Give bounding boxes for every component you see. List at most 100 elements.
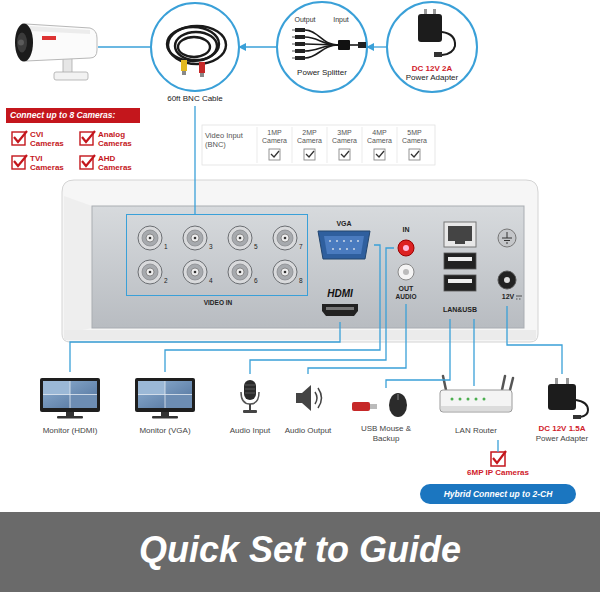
video-in-group: 12345678VIDEO IN [126, 214, 308, 296]
connector [165, 245, 380, 372]
audio-jacks [398, 264, 414, 280]
camera-illustration [54, 72, 88, 80]
connector [70, 322, 340, 372]
node-text: CVI Cameras [30, 130, 76, 148]
label-text: Video Input (BNC) [205, 131, 253, 149]
node-text: 4 [209, 277, 218, 284]
power-adapter-icon [576, 400, 588, 417]
text-slot: 60ft BNC Cable [151, 94, 239, 103]
label-text: 3MP Camera [328, 129, 361, 145]
lan-usb-ports: LAN&USB [434, 219, 486, 319]
dvr-housing [62, 180, 538, 342]
checkbox-red [14, 131, 95, 166]
text-slot: AHD Cameras [98, 154, 150, 172]
router-icon [459, 398, 462, 401]
node-text: AUDIO [392, 293, 420, 301]
monitor-icons [40, 378, 195, 419]
text-slot: Hybrid Connect up to 2-CH [420, 484, 576, 504]
checkbox-red [491, 451, 506, 466]
bnc-row [183, 226, 207, 250]
text-slot: Power Adapter [397, 73, 467, 82]
splitter-circle [292, 57, 295, 59]
ground-and-power-jack [516, 296, 522, 299]
lan-usb-ports [444, 275, 476, 291]
cable-circle [168, 26, 226, 64]
vga-port [339, 248, 341, 250]
node-text: LAN&USB [434, 305, 486, 314]
node-text: LAN Router [434, 426, 518, 436]
splitter-circle [292, 50, 295, 52]
ip-camera-option: 6MP IP Cameras [444, 452, 552, 480]
splitter-circle [295, 49, 305, 53]
input-table [304, 149, 315, 160]
ground-and-power-jack [498, 229, 516, 247]
adapter-circle [387, 2, 477, 92]
adapter-circle: DC 12V 2APower Adapter [387, 2, 477, 92]
power-adapter-icon [555, 378, 558, 385]
text-slot: Analog Cameras [98, 130, 150, 148]
input-table [376, 151, 384, 157]
router-icon [440, 390, 512, 412]
text-slot: Output [289, 16, 321, 24]
node-text: 6MP IP Cameras [444, 468, 552, 478]
cable-circle: 60ft BNC Cable [151, 3, 239, 106]
audio-jacks [403, 269, 409, 275]
camera-lead [98, 46, 151, 47]
lan-usb-ports [444, 253, 476, 269]
text-slot: 3MP Camera [328, 129, 361, 145]
connector [367, 46, 387, 47]
text-slot: VGA [314, 219, 374, 228]
audio-jacks [403, 245, 409, 251]
text-slot: Monitor (HDMI) [30, 426, 110, 436]
text-slot: DC 12V 2A [397, 64, 467, 74]
connector [194, 106, 195, 214]
adapter-circle [418, 14, 442, 42]
cable-circle [200, 73, 204, 77]
checkbox-red [493, 451, 506, 463]
microphone-icon [243, 410, 257, 413]
monitor-icons [40, 378, 100, 419]
device: LAN Router [434, 386, 518, 440]
lan-usb-ports [444, 222, 476, 247]
usb-mouse-icon [352, 402, 370, 411]
input-table [374, 149, 385, 160]
node-text: 5 [254, 243, 263, 250]
node-text: Analog Cameras [98, 130, 150, 148]
bnc-row [138, 260, 162, 284]
splitter-circle: OutputInputPower Splitter [277, 2, 367, 92]
checkbox-red [82, 131, 95, 142]
dvr-housing [62, 180, 538, 342]
input-table [306, 151, 314, 157]
text-slot: 12V [494, 292, 522, 301]
cable-circle [151, 3, 239, 91]
text-slot: CVI Cameras [30, 130, 76, 148]
text-slot: 1MP Camera [258, 129, 291, 145]
node-text: TVI Cameras [30, 154, 76, 172]
power-adapter-icon [573, 415, 581, 419]
text-slot: Video Input (BNC) [205, 131, 253, 149]
usb-mouse-icon [398, 394, 399, 400]
device: Monitor (HDMI) [30, 372, 110, 440]
power-jack: 12V [494, 266, 522, 306]
speaker-icon [296, 385, 311, 411]
vga-port [350, 240, 352, 242]
router-icon [443, 376, 513, 390]
text-slot: Power Adapter [528, 434, 596, 444]
text-slot: Audio Output [280, 426, 336, 436]
input-table [269, 149, 420, 160]
node-text: 7 [299, 243, 308, 250]
audio-in-port: IN [394, 225, 418, 259]
node-text: Power Splitter [287, 68, 357, 77]
node-text: DC 12V 1.5A [528, 424, 596, 434]
node-text: 60ft BNC Cable [151, 94, 239, 103]
vga-port [329, 240, 331, 242]
router-icon [483, 398, 486, 401]
vga-port [343, 240, 345, 242]
input-table [202, 125, 435, 165]
vga-port [318, 231, 370, 259]
text-slot: USB Mouse & Backup [356, 424, 416, 443]
node-text: USB Mouse & Backup [356, 424, 416, 443]
splitter-circle [277, 2, 367, 92]
label-text: 4MP Camera [363, 129, 396, 145]
checkbox-red [82, 155, 95, 166]
